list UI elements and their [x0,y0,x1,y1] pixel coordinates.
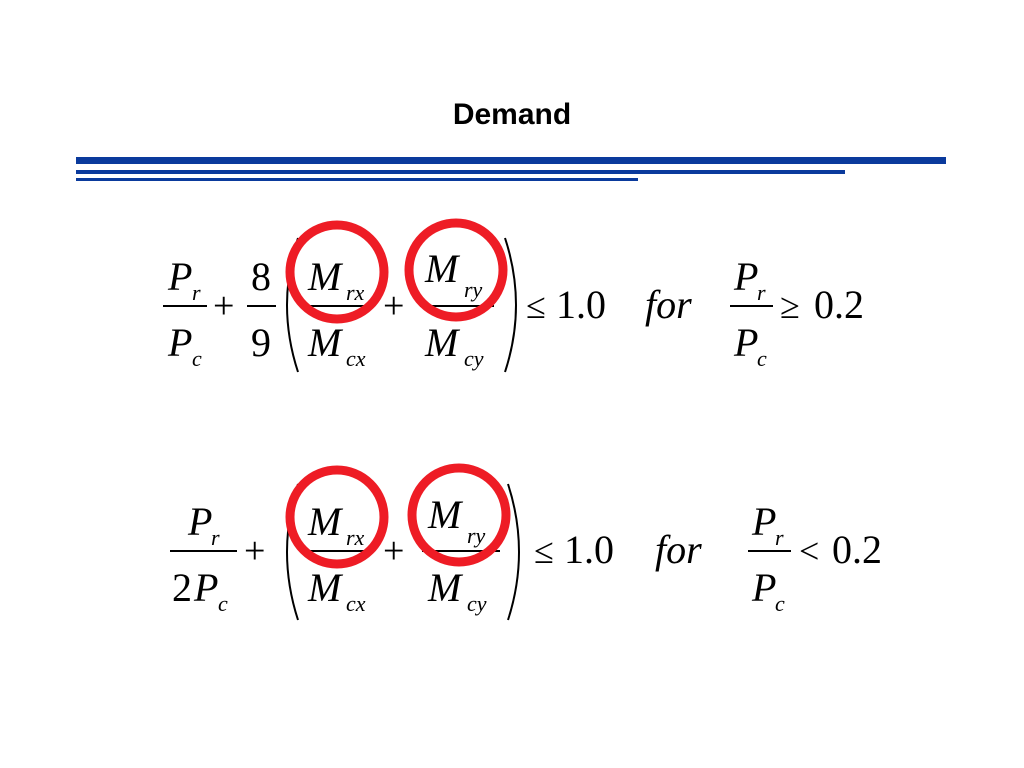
header-rule-thin [76,178,638,181]
slide-title: Demand [452,98,572,131]
eq1-plus-2: + [383,285,404,327]
eq2-limit: 1.0 [564,527,614,572]
eq1-mx-den: M [307,320,344,365]
header-rule-thick [76,157,946,164]
eq2-cond-num: P [751,499,776,544]
eq1-axial-ratio: P r P c [163,254,207,371]
eq1-cond-den-sub: c [757,346,767,371]
eq1-cond-den: P [733,320,758,365]
eq2-plus-2: + [383,530,404,572]
eq2-mx-num-sub: rx [346,525,365,550]
eq1-mx-num: M [307,254,344,299]
eq2-axial-num: P [187,499,212,544]
eq1-coef-num: 8 [251,254,271,299]
equation-1: P r P c + 8 9 M rx M cx + M ry M [163,218,864,373]
eq1-cond-num: P [733,254,758,299]
eq2-my-den-sub: cy [467,591,487,616]
eq2-axial-num-sub: r [211,525,220,550]
eq1-plus-1: + [213,285,234,327]
eq1-mx-num-sub: rx [346,280,365,305]
eq2-condition: P r P c < 0.2 [748,499,882,616]
eq2-moment-x: M rx M cx [305,499,372,616]
eq1-cond-relation: ≥ [780,286,800,326]
eq2-cond-den-sub: c [775,591,785,616]
eq2-mx-den: M [307,565,344,610]
eq2-right-paren [507,483,520,621]
eq1-my-highlight-circle [404,218,508,322]
eq1-condition: P r P c ≥ 0.2 [730,254,864,371]
eq2-my-highlight-circle [407,463,511,567]
eq2-plus-1: + [244,530,265,572]
eq2-relation: ≤ [534,531,554,571]
eq2-axial-ratio: P r 2 P c [170,499,237,616]
eq2-cond-value: 0.2 [832,527,882,572]
eq2-my-num-sub: ry [467,523,486,548]
eq2-mx-den-sub: cx [346,591,366,616]
eq1-axial-num-sub: r [192,280,201,305]
eq1-moment-x: M rx M cx [305,254,372,371]
eq1-my-num-sub: ry [464,277,483,302]
eq2-cond-num-sub: r [775,525,784,550]
eq2-mx-num: M [307,499,344,544]
eq1-relation: ≤ [526,286,546,326]
header-rule-medium [76,170,845,174]
eq2-my-num: M [427,492,464,537]
eq2-cond-den: P [751,565,776,610]
eq1-mx-highlight-circle [285,220,389,324]
eq1-my-num: M [424,246,461,291]
eq1-my-den-sub: cy [464,346,484,371]
eq1-for-word: for [645,282,692,327]
eq2-cond-relation: < [799,531,819,571]
eq2-my-den: M [427,565,464,610]
eq2-axial-den-prefix: 2 [172,565,192,610]
eq1-coef-den: 9 [251,320,271,365]
eq1-axial-num: P [167,254,192,299]
eq2-moment-y: M ry M cy [422,492,500,616]
eq1-mx-den-sub: cx [346,346,366,371]
eq1-my-den: M [424,320,461,365]
eq2-axial-den-sub: c [218,591,228,616]
equation-2: P r 2 P c + M rx M cx + M ry M cy ≤ [170,463,882,621]
eq1-cond-num-sub: r [757,280,766,305]
eq1-axial-den-sub: c [192,346,202,371]
eq2-mx-highlight-circle [285,465,389,569]
eq2-axial-den: P [193,565,218,610]
eq1-axial-den: P [167,320,192,365]
eq1-cond-value: 0.2 [814,282,864,327]
eq1-coefficient: 8 9 [247,254,276,365]
eq1-right-paren [504,237,517,373]
eq2-for-word: for [655,527,702,572]
eq1-limit: 1.0 [556,282,606,327]
